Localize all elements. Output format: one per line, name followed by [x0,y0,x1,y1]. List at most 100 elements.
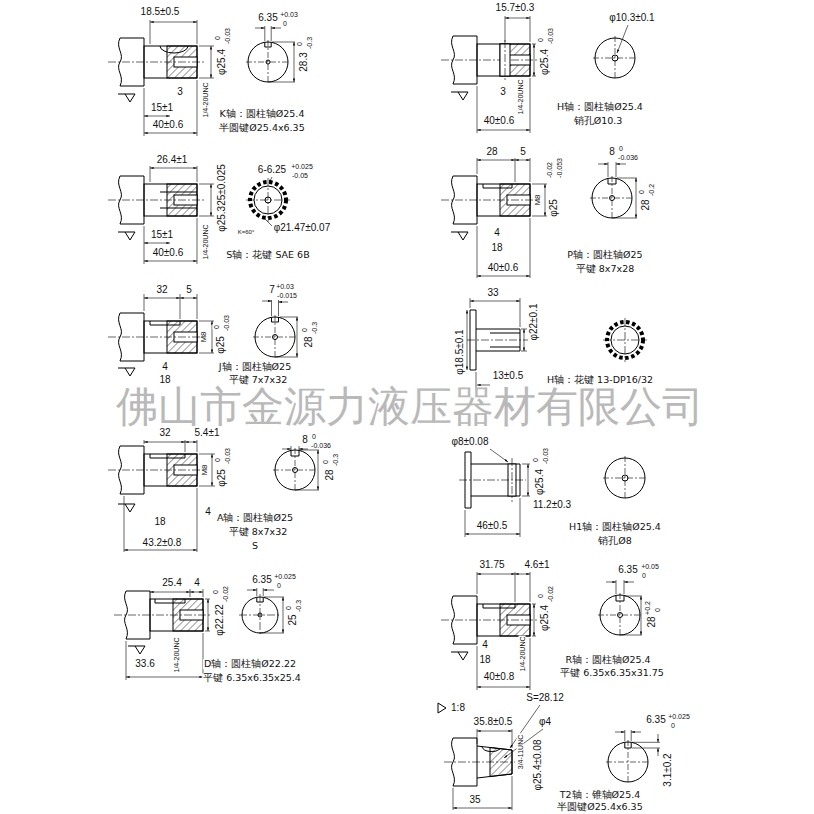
drawing-path [490,449,508,462]
drawing-path [453,808,512,809]
drawing-path [534,44,535,76]
drawing-path [477,130,530,131]
dimension-label: φ4 [538,717,552,727]
dimension-label: 1/4-20UNC [202,223,209,260]
tolerance-value: 0 [214,35,221,41]
shaft-caption: 平键 7x7x32 [228,375,288,385]
drawing-path [150,22,197,23]
drawing-path [124,440,215,552]
dimension-label: φ25 [217,468,227,488]
dimension-label: φ25.4 [535,468,545,496]
dimension-label: 5.4±1 [194,428,221,438]
j-shaft-drawing [108,294,298,376]
dimension-label: 8 [301,435,309,445]
tolerance-value: 0 [276,582,282,589]
shaft-caption: D轴：圆柱轴Ø22.22 [203,659,297,669]
dimension-label: 28 [647,615,657,628]
drawing-path [160,192,197,208]
drawing-path [641,596,642,635]
tolerance-value: 0 [282,20,288,27]
dimension-label: 40±0.6 [483,116,516,126]
drawing-path [180,298,197,299]
tolerance-value: +0.05 [640,563,660,570]
drawing-path [291,446,319,490]
drawing-path [212,454,213,486]
drawing-part [108,446,204,494]
drawing-path [271,28,281,29]
tolerance-value: -0.03 [224,27,231,45]
tolerance-value: 0 [532,457,539,463]
dimension-label: 18.5±0.5 [140,7,181,17]
drawing-path [477,731,512,732]
tolerance-value: 0 [301,327,308,333]
drawing-part [441,36,537,84]
drawing-path [150,321,180,325]
drawing-part [590,176,634,220]
tolerance-value: 0 [311,433,317,440]
tolerance-value: 0 [296,41,303,47]
dimension-label: 26.4±1 [156,155,189,165]
shaft-caption: S [251,541,259,551]
dimension-label: 35.8±0.5 [473,717,514,727]
drawing-path [465,464,530,537]
drawing-path [263,590,274,591]
drawing-path [483,184,512,188]
drawing-circle [610,196,615,201]
drawing-part [441,176,537,224]
drawing-path [534,604,535,636]
drawing-path [279,302,289,303]
dimension-label: 25.4 [161,578,182,588]
drawing-circle [293,468,298,473]
drawing-path [262,301,272,302]
drawing-path [257,588,284,633]
drawing-path [625,742,631,748]
drawing-part [598,593,642,637]
tolerance-value: -0.03 [547,27,554,45]
drawing-path [190,592,203,593]
drawing-path [477,158,547,278]
drawing-path [470,298,527,388]
drawing-path [208,599,209,631]
drawing-path [144,243,170,244]
dimension-label: 4 [193,578,201,588]
dimension-label: 40±0.8 [483,672,516,682]
drawing-part [118,232,135,240]
drawing-path [465,534,520,535]
a-shaft-drawing [108,440,319,552]
dimension-label: 1/4-20UNC [519,635,526,672]
drawing-part [118,504,135,512]
drawing-path [144,133,197,134]
drawing-path [483,604,515,608]
dimension-label: 1/4-20UNC [517,78,524,115]
tolerance-value: -0.015 [276,292,298,299]
tolerance-value: K=60° [237,229,256,235]
drawing-part [451,92,468,100]
tolerance-value: 0 [641,572,647,579]
h-shaft-drawing [441,16,637,133]
tolerance-value: 0 [654,607,661,613]
dimension-label: M8 [200,330,208,343]
tolerance-value: -0.3 [295,599,302,613]
drawing-path [150,454,185,458]
tolerance-value: 0 [322,459,329,465]
drawing-path [624,582,634,583]
dimension-label: 28 [641,198,651,211]
dimension-label: 28 [485,147,498,157]
drawing-path [524,329,525,351]
dimension-label: 31.75 [478,560,505,570]
drawing-path [477,687,530,688]
drawing-path [598,164,608,165]
drawing-path [617,25,628,53]
tolerance-value: 0 [212,589,219,595]
t2-shaft-drawing [438,703,660,810]
dimension-label: 4 [481,640,489,650]
drawing-part [253,315,297,359]
dimension-label: 4 [493,228,501,238]
tolerance-value: -0.02 [547,585,554,603]
tolerance-value: -0.02 [546,161,553,179]
drawing-path [467,310,468,370]
dimension-label: 40±0.6 [152,248,185,258]
tolerance-value: +0.03 [275,283,295,290]
drawing-path [144,166,214,264]
drawing-path [477,276,530,277]
